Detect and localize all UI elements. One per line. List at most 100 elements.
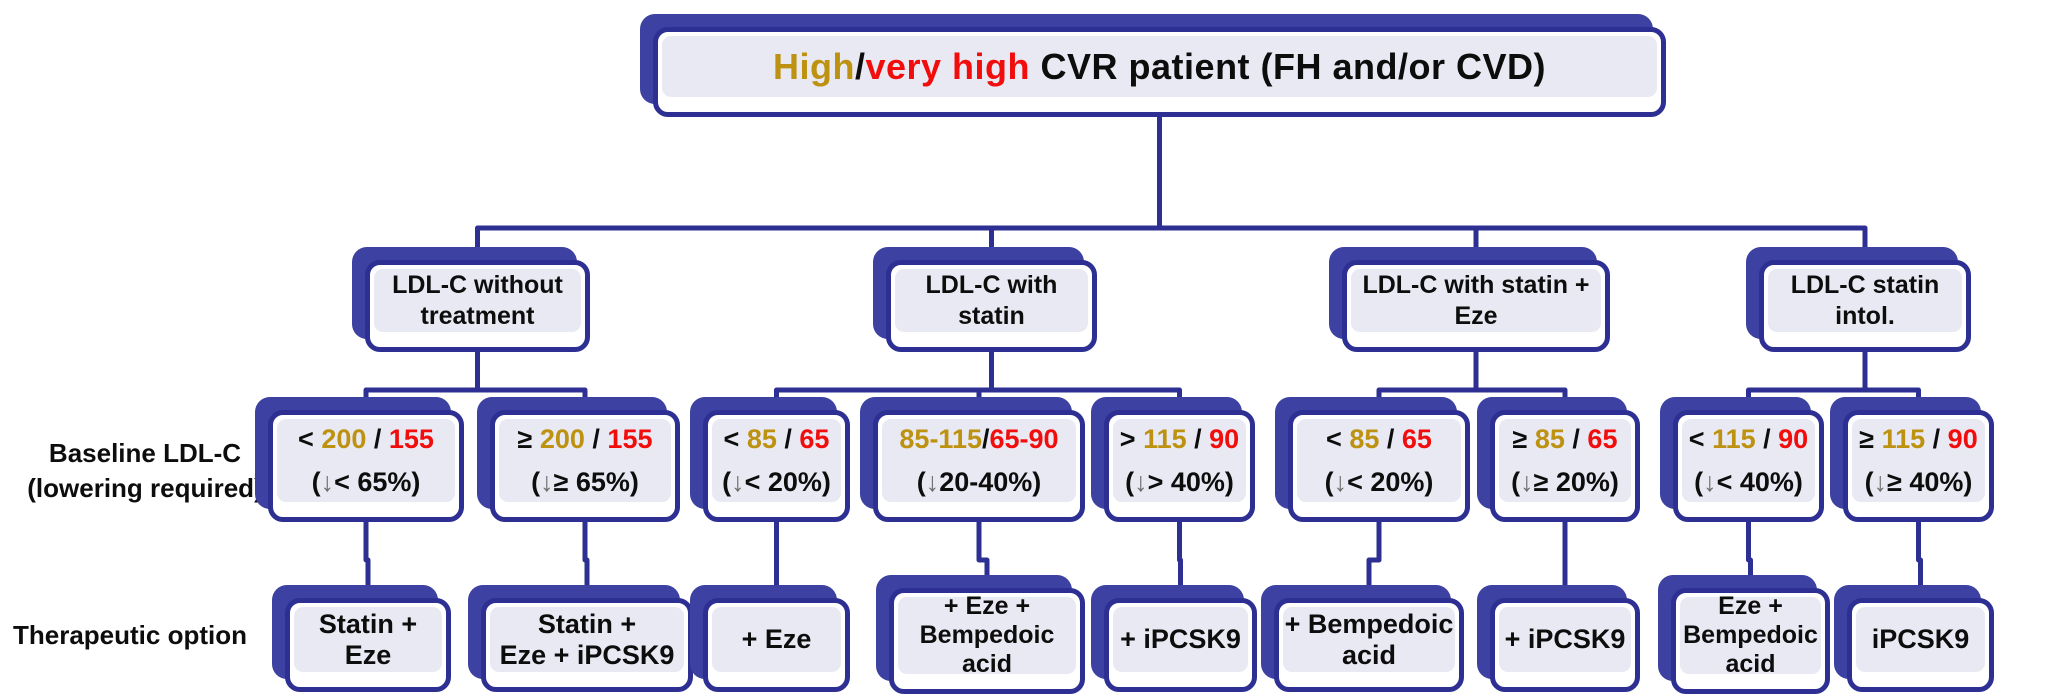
baseline-node-6: < 85 / 65 (↓< 20%) <box>1275 397 1470 522</box>
ldl-operator: < <box>298 423 322 454</box>
paren-open: ( <box>916 466 926 497</box>
branch-label: LDL-C with statin <box>925 270 1058 330</box>
ldl-value-high: 85-115 <box>899 423 982 454</box>
ldl-value-high: 200 <box>539 423 585 454</box>
card-face: 85-115/65-90 (↓20-40%) <box>873 410 1085 522</box>
branch-label: LDL-C with statin + Eze <box>1362 270 1590 330</box>
row-label-baseline-ldl: Baseline LDL-C (lowering required) <box>5 436 285 506</box>
therapy-label: Statin + Eze <box>318 608 418 670</box>
ldl-value-very-high: 90 <box>1209 423 1240 454</box>
ldl-operator: ≥ <box>1859 423 1882 454</box>
card-face: ≥ 115 / 90 (↓≥ 40%) <box>1843 410 1994 522</box>
lowering-required: (↓> 40%) <box>1125 467 1234 498</box>
ldl-operator: < <box>1326 423 1350 454</box>
ldl-values: ≥ 115 / 90 <box>1859 424 1977 455</box>
ldl-separator: / <box>1186 423 1210 454</box>
ldl-value-very-high: 65 <box>1587 423 1618 454</box>
card-face: + Eze + Bempedoic acid <box>889 588 1085 694</box>
down-arrow-icon: ↓ <box>540 466 554 497</box>
lowering-required: (↓< 20%) <box>722 467 831 498</box>
paren-open: ( <box>1864 466 1874 497</box>
down-arrow-icon: ↓ <box>925 466 940 497</box>
lowering-value: < 40%) <box>1716 466 1803 497</box>
lowering-required: (↓≥ 20%) <box>1511 467 1619 498</box>
card-face: < 85 / 65 (↓< 20%) <box>703 410 850 522</box>
ldl-separator: / <box>982 423 990 454</box>
paren-open: ( <box>1324 466 1334 497</box>
lowering-value: > 40%) <box>1147 466 1234 497</box>
ldl-operator: ≥ <box>1512 423 1535 454</box>
title-slash: / <box>854 45 866 87</box>
ldl-value-very-high: 65 <box>799 423 830 454</box>
branch-label: LDL-C statin intol. <box>1790 270 1940 330</box>
ldl-values: < 200 / 155 <box>298 424 434 455</box>
baseline-node-2: ≥ 200 / 155 (↓≥ 65%) <box>477 397 680 522</box>
ldl-values: > 115 / 90 <box>1120 424 1239 455</box>
therapy-label: + Eze <box>741 624 812 654</box>
card-face: ≥ 85 / 65 (↓≥ 20%) <box>1490 410 1640 522</box>
card-face: + Eze <box>703 598 850 692</box>
paren-open: ( <box>1511 466 1521 497</box>
therapy-label: + Eze + Bempedoic acid <box>919 592 1055 678</box>
therapy-node-3: + Eze <box>690 585 850 692</box>
lowering-value: < 65%) <box>334 466 421 497</box>
lowering-required: (↓< 40%) <box>1694 467 1803 498</box>
ldl-value-very-high: 65 <box>1401 423 1432 454</box>
root-title-text: High/very high CVR patient (FH and/or CV… <box>773 46 1546 88</box>
baseline-node-8: < 115 / 90 (↓< 40%) <box>1660 397 1824 522</box>
card-face: LDL-C statin intol. <box>1759 260 1971 352</box>
paren-open: ( <box>1125 466 1135 497</box>
row-label-therapeutic-option: Therapeutic option <box>10 618 250 653</box>
baseline-node-7: ≥ 85 / 65 (↓≥ 20%) <box>1477 397 1640 522</box>
ldl-operator: ≥ <box>517 423 540 454</box>
branch-label: LDL-C without treatment <box>392 270 563 330</box>
lowering-required: (↓≥ 40%) <box>1865 467 1973 498</box>
ldl-separator: / <box>366 423 389 454</box>
ldl-value-very-high: 90 <box>1947 423 1978 454</box>
therapy-node-1: Statin + Eze <box>272 585 451 692</box>
ldl-values: ≥ 85 / 65 <box>1513 424 1618 455</box>
ldl-values: < 115 / 90 <box>1689 424 1808 455</box>
therapy-node-4: + Eze + Bempedoic acid <box>876 575 1085 694</box>
card-face: LDL-C with statin + Eze <box>1342 260 1610 352</box>
lowering-value: ≥ 40%) <box>1887 466 1973 497</box>
ldl-separator: / <box>1925 423 1948 454</box>
ldl-values: < 85 / 65 <box>1326 424 1432 455</box>
paren-open: ( <box>531 466 541 497</box>
row-label-baseline-line2: (lowering required) <box>27 473 263 503</box>
title-rest: CVR patient (FH and/or CVD) <box>1030 45 1547 87</box>
down-arrow-icon: ↓ <box>1520 466 1534 497</box>
ldl-value-high: 115 <box>1712 423 1756 454</box>
card-face: + iPCSK9 <box>1104 598 1257 692</box>
therapy-label: + iPCSK9 <box>1504 624 1626 654</box>
root-node-cvr-patient: High/very high CVR patient (FH and/or CV… <box>640 14 1666 117</box>
ldl-value-very-high: 155 <box>607 423 653 454</box>
lowering-required: (↓≥ 65%) <box>531 467 639 498</box>
ldl-value-very-high: 65-90 <box>989 423 1059 454</box>
baseline-node-1: < 200 / 155 (↓< 65%) <box>255 397 464 522</box>
branch-node-ldl-with-statin-eze: LDL-C with statin + Eze <box>1329 247 1610 352</box>
ldl-operator: < <box>723 423 747 454</box>
card-face: Statin + Eze <box>285 598 451 692</box>
ldl-value-high: 85 <box>746 423 777 454</box>
therapy-label: iPCSK9 <box>1871 624 1970 654</box>
branch-node-ldl-statin-intolerant: LDL-C statin intol. <box>1746 247 1971 352</box>
therapy-label: Statin + Eze + iPCSK9 <box>499 608 675 670</box>
therapy-node-2: Statin + Eze + iPCSK9 <box>468 585 693 692</box>
baseline-node-4: 85-115/65-90 (↓20-40%) <box>860 397 1085 522</box>
card-face: High/very high CVR patient (FH and/or CV… <box>653 27 1666 117</box>
ldl-value-high: 115 <box>1143 423 1187 454</box>
ldl-value-very-high: 90 <box>1778 423 1809 454</box>
card-face: < 115 / 90 (↓< 40%) <box>1673 410 1824 522</box>
therapy-node-6: + Bempedoic acid <box>1261 585 1464 692</box>
therapy-label: + Bempedoic acid <box>1284 608 1454 670</box>
ldl-separator: / <box>1564 423 1588 454</box>
card-face: Eze + Bempedoic acid <box>1671 588 1830 694</box>
therapy-node-7: + iPCSK9 <box>1477 585 1640 692</box>
lowering-required: (↓< 65%) <box>312 467 421 498</box>
ldl-values: 85-115/65-90 <box>899 424 1058 455</box>
ldl-value-high: 200 <box>321 423 367 454</box>
paren-open: ( <box>311 466 321 497</box>
lowering-required: (↓20-40%) <box>917 467 1042 498</box>
